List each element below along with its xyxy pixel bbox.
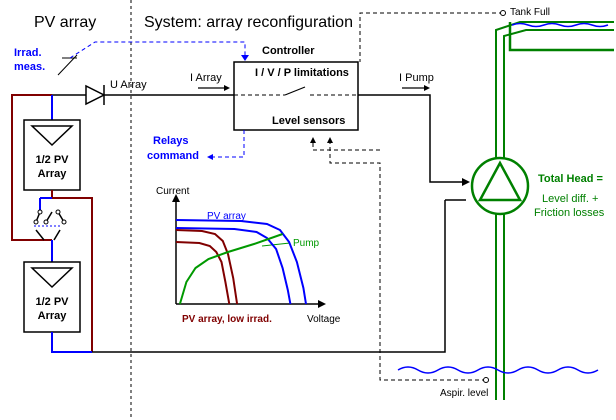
pump-supply-wire	[358, 94, 466, 183]
system-header: System: array reconfiguration	[144, 14, 353, 31]
sensor-line-2	[312, 140, 380, 151]
sensor-arrow-icon-2	[310, 137, 316, 143]
chart-label-pv: PV array	[207, 211, 246, 222]
diode-icon	[85, 84, 106, 106]
panel-bottom-label-1: 1/2 PV	[35, 296, 69, 308]
i-pump-label: I Pump	[399, 72, 434, 84]
tank-full-sensor-line	[359, 12, 503, 62]
tank	[508, 22, 614, 52]
i-array-arrowhead-icon	[224, 85, 230, 91]
water-pipe	[495, 21, 614, 400]
return-wire	[92, 200, 446, 353]
irrad-label: Irrad.	[14, 47, 42, 59]
chart-label-low-irrad: PV array, low irrad.	[182, 314, 272, 325]
aspir-sensor-icon	[483, 377, 489, 383]
relays-label: Relays	[153, 135, 188, 147]
controller: Controller I / V / P limitations Level s…	[233, 45, 359, 131]
outer-red-wire	[11, 94, 52, 241]
tank-water-icon	[511, 22, 609, 28]
aspir-sensor-line	[329, 140, 486, 381]
irrad-signal-line	[69, 41, 246, 59]
controller-title: Controller	[262, 45, 315, 57]
chart-pump-leader	[261, 242, 291, 247]
panel-bottom-label-2: Array	[38, 310, 68, 322]
bottom-panel-lead	[51, 332, 92, 353]
relay-command-arrow-icon	[207, 154, 213, 160]
pv-panel-bottom: 1/2 PV Array	[23, 261, 81, 333]
chart-y-axis-arrow-icon	[172, 194, 180, 202]
level-sensors-label: Level sensors	[272, 115, 345, 127]
tank-full-sensor-icon	[500, 10, 506, 16]
pump-icon	[470, 156, 530, 216]
pv-array-header: PV array	[34, 14, 96, 31]
u-array-label: U Array	[110, 79, 147, 91]
chart-series-group	[175, 219, 307, 305]
friction-label: Friction losses	[534, 207, 605, 219]
meas-label: meas.	[14, 61, 45, 73]
aspir-level-label: Aspir. level	[440, 388, 488, 399]
i-pump-arrowhead-icon	[424, 85, 430, 91]
pump-supply-arrow-icon	[462, 178, 470, 186]
relay-switch-network	[33, 190, 93, 352]
panel-top-label-2: Array	[38, 168, 68, 180]
tank-full-label: Tank Full	[510, 7, 550, 18]
irrad-arrow-icon	[241, 55, 249, 61]
i-array-label: I Array	[190, 72, 222, 84]
irradiance-sensor-icon	[57, 54, 78, 76]
chart-ylabel: Current	[156, 186, 190, 197]
panel-top-label-1: 1/2 PV	[35, 154, 69, 166]
command-label: command	[147, 150, 199, 162]
controller-switch-icon	[284, 86, 306, 96]
relay-command-line	[210, 130, 245, 158]
chart-series-line-5	[178, 233, 283, 305]
chart-label-pump: Pump	[293, 238, 320, 249]
chart-xlabel: Voltage	[307, 314, 341, 325]
chart-x-axis-arrow-icon	[318, 300, 326, 308]
iv-chart: Current Voltage PV array Pump PV array, …	[156, 186, 341, 325]
chart-series-line-1	[175, 219, 307, 305]
chart-series-line-3	[175, 229, 239, 305]
sensor-arrow-icon-1	[327, 137, 333, 143]
limitations-label: I / V / P limitations	[255, 67, 349, 79]
pv-panel-top: 1/2 PV Array	[23, 119, 81, 191]
total-head-label: Total Head =	[538, 173, 603, 185]
chart-series-line-2	[175, 227, 292, 305]
aspiration-water-icon	[397, 366, 599, 374]
level-diff-label: Level diff. +	[542, 193, 598, 205]
chart-series-line-4	[175, 241, 231, 305]
